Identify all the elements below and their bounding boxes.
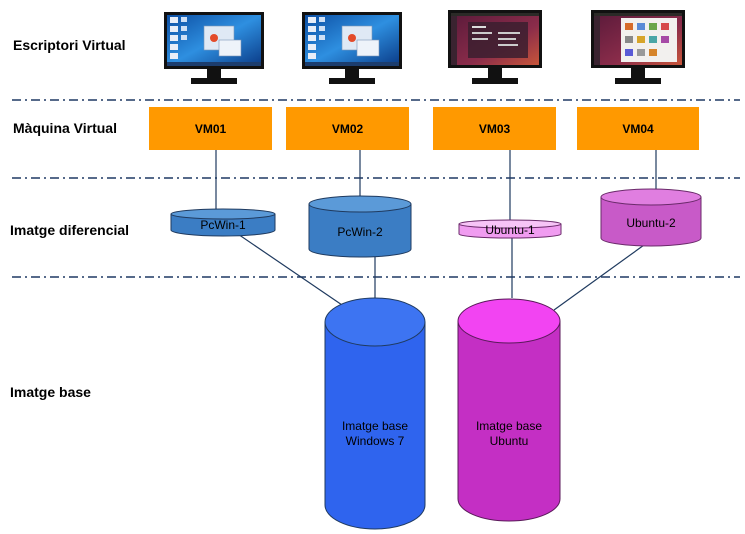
base-image-label-line1: Imatge base	[342, 419, 408, 433]
base-image-cylinder: Imatge base Ubuntu	[457, 298, 561, 522]
row-label-base: Imatge base	[10, 384, 91, 400]
base-image-label-line2: Ubuntu	[490, 434, 529, 448]
vm-label: VM03	[479, 122, 511, 136]
base-image-label-line2: Windows 7	[346, 434, 405, 448]
vm-label: VM02	[332, 122, 364, 136]
diff-image-label: Ubuntu-2	[626, 216, 676, 230]
diff-image-cylinder: Ubuntu-2	[600, 188, 702, 247]
base-image-cylinder: Imatge base Windows 7	[324, 297, 426, 530]
vm-box: VM01	[149, 107, 272, 150]
vm-label: VM04	[622, 122, 654, 136]
monitor-ubuntu-icon	[591, 10, 685, 84]
row-label-vm: Màquina Virtual	[13, 120, 117, 136]
base-image-label-line1: Imatge base	[476, 419, 542, 433]
diff-image-cylinder: PcWin-2	[308, 195, 412, 258]
row-label-desktop: Escriptori Virtual	[13, 37, 126, 53]
row-label-diff: Imatge diferencial	[10, 222, 129, 238]
diff-image-cylinder: Ubuntu-1	[458, 219, 562, 239]
vm-box: VM02	[286, 107, 409, 150]
vm-box: VM04	[577, 107, 699, 150]
monitor-ubuntu-icon	[448, 10, 542, 84]
diff-image-label: PcWin-1	[200, 218, 246, 232]
vm-label: VM01	[195, 122, 227, 136]
connectors	[215, 150, 657, 311]
vm-box: VM03	[433, 107, 556, 150]
diff-image-label: Ubuntu-1	[485, 223, 535, 237]
monitor-windows-icon	[164, 12, 264, 84]
monitor-windows-icon	[302, 12, 402, 84]
diff-image-label: PcWin-2	[337, 225, 383, 239]
diff-image-cylinder: PcWin-1	[170, 208, 276, 237]
